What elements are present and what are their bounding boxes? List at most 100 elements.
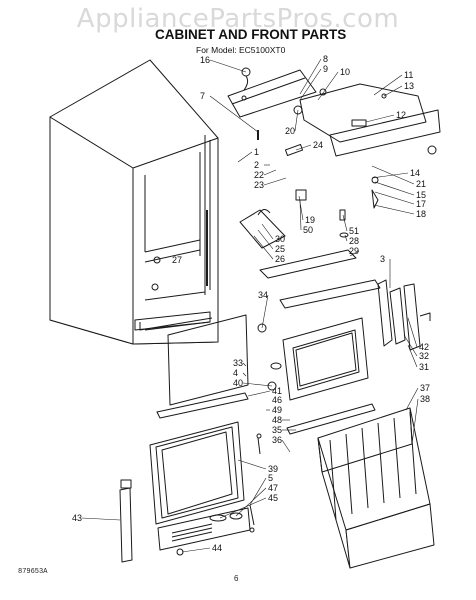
- callout-21: 21: [416, 179, 426, 189]
- leader-line-47: [235, 487, 267, 517]
- callout-34: 34: [258, 290, 268, 300]
- leader-line-33: [242, 362, 247, 367]
- leader-line-25: [257, 229, 274, 250]
- control-bracket: [227, 67, 317, 118]
- callout-38: 38: [420, 394, 430, 404]
- callout-23: 23: [254, 180, 264, 190]
- callout-49: 49: [272, 405, 282, 415]
- leader-line-23: [263, 177, 287, 186]
- leader-line-29: [349, 250, 360, 257]
- callout-41: 41: [272, 386, 282, 396]
- callout-29: 29: [349, 246, 359, 256]
- callout-9: 9: [323, 64, 328, 74]
- leader-line-41: [247, 390, 271, 397]
- callout-50: 50: [303, 225, 313, 235]
- door-liner: [167, 314, 267, 406]
- callout-17: 17: [416, 199, 426, 209]
- callout-31: 31: [419, 362, 429, 372]
- cabinet-body: [49, 59, 219, 345]
- callout-4: 4: [233, 368, 238, 378]
- leader-line-24: [295, 144, 312, 151]
- side-strip: [119, 479, 133, 563]
- leader-line-45: [219, 497, 267, 519]
- page-number: 6: [234, 574, 239, 583]
- leader-line-34: [261, 294, 269, 329]
- callout-33: 33: [233, 358, 243, 368]
- callout-32: 32: [419, 351, 429, 361]
- leader-line-18: [373, 204, 415, 215]
- thermostat-parts: [239, 130, 379, 249]
- callout-28: 28: [349, 236, 359, 246]
- leader-line-17: [374, 191, 415, 205]
- callout-5: 5: [268, 473, 273, 483]
- callout-11: 11: [404, 70, 413, 80]
- leader-line-43: [81, 517, 121, 521]
- leader-line-12: [365, 114, 395, 123]
- callout-16: 16: [200, 55, 210, 65]
- leader-line-14: [371, 172, 409, 179]
- leader-line-36: [281, 439, 291, 453]
- leader-line-38: [411, 398, 419, 445]
- callout-14: 14: [410, 168, 420, 178]
- callout-51: 51: [349, 226, 359, 236]
- callout-19: 19: [305, 215, 315, 225]
- callout-1: 1: [254, 147, 259, 157]
- leader-line-51: [342, 214, 348, 232]
- callout-3: 3: [380, 254, 385, 264]
- callout-8: 8: [323, 54, 328, 64]
- screws: [151, 256, 262, 455]
- side-trim: [377, 279, 431, 351]
- callout-15: 15: [416, 190, 426, 200]
- leader-line-15: [374, 181, 415, 196]
- callout-10: 10: [340, 67, 350, 77]
- leader-line-22: [263, 169, 277, 176]
- watermark: AppliancePartsPros.com: [76, 4, 400, 34]
- kick-plate: [157, 504, 255, 556]
- callout-45: 45: [268, 493, 278, 503]
- callout-43: 43: [72, 513, 82, 523]
- leader-line-32: [403, 334, 418, 357]
- leader-line-39: [237, 459, 267, 470]
- callout-12: 12: [396, 110, 406, 120]
- callout-40: 40: [233, 378, 243, 388]
- callout-13: 13: [404, 81, 414, 91]
- leader-line-8: [299, 58, 322, 95]
- callout-48: 48: [272, 415, 282, 425]
- control-panel: [293, 83, 441, 157]
- leader-line-42: [407, 317, 418, 348]
- callout-24: 24: [313, 140, 323, 150]
- callout-27: 27: [172, 255, 182, 265]
- leader-line-28: [344, 234, 348, 242]
- leader-line-1: [237, 151, 253, 163]
- leader-line-7: [209, 95, 259, 133]
- leader-line-11: [373, 74, 403, 96]
- leader-line-44: [181, 547, 211, 553]
- callout-35: 35: [272, 425, 282, 435]
- door-panel: [149, 421, 245, 525]
- callout-22: 22: [254, 170, 264, 180]
- leader-line-30: [261, 223, 274, 240]
- callout-37: 37: [420, 383, 430, 393]
- leader-line-4: [242, 372, 247, 377]
- grille-panel: [317, 407, 435, 569]
- callout-39: 39: [268, 464, 278, 474]
- callout-2: 2: [254, 160, 259, 170]
- trim-strips-upper: [259, 249, 381, 309]
- callout-25: 25: [275, 244, 285, 254]
- trim-strips-middle: [156, 392, 376, 435]
- leader-line-16: [209, 59, 247, 73]
- callout-26: 26: [275, 254, 285, 264]
- callout-44: 44: [212, 543, 222, 553]
- leader-line-50: [299, 199, 302, 231]
- door-frame: [267, 317, 369, 401]
- callout-46: 46: [272, 395, 282, 405]
- diagram-title: CABINET AND FRONT PARTS: [155, 27, 347, 42]
- model-number: For Model: EC5100XT0: [196, 45, 286, 55]
- callout-30: 30: [275, 234, 285, 244]
- leader-line-10: [317, 71, 339, 101]
- callout-20: 20: [285, 126, 295, 136]
- leader-line-37: [405, 387, 419, 411]
- callout-47: 47: [268, 483, 278, 493]
